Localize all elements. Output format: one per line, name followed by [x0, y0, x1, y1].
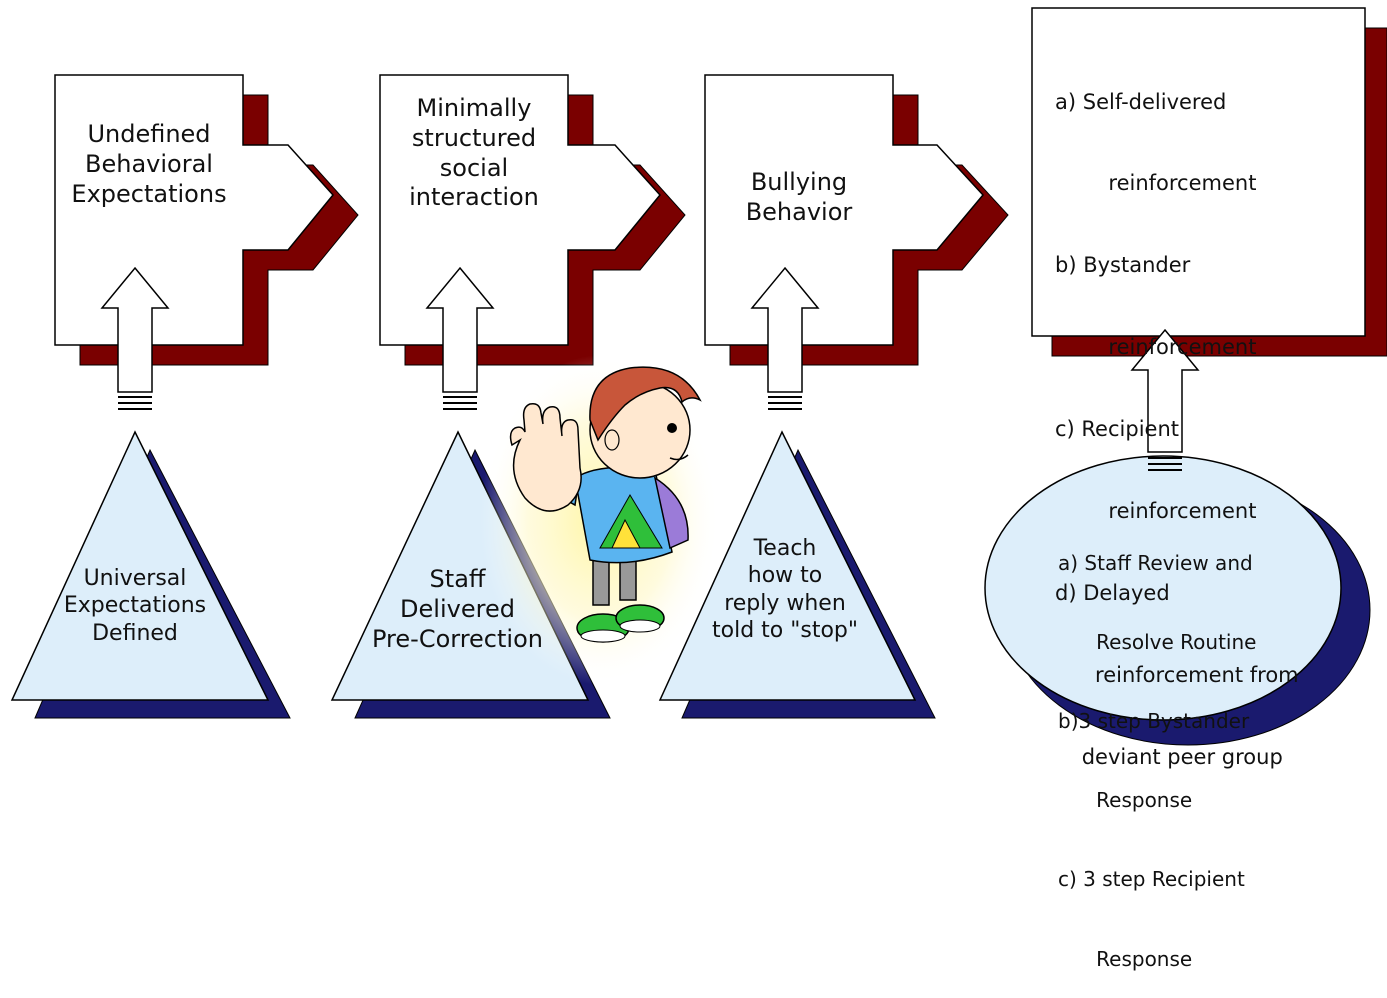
flow-step-1-line: Behavioral — [85, 149, 213, 178]
list-item: b) Bystander — [1055, 253, 1191, 278]
intervention-tri-2-label: Staff Delivered Pre-Correction — [360, 565, 555, 654]
flow-step-2-line: interaction — [409, 183, 539, 212]
intervention-tri-3-line: how to — [747, 563, 823, 589]
list-item: reinforcement from — [1055, 662, 1299, 687]
list-item: c) 3 step Recipient — [1058, 867, 1245, 892]
flow-step-1-label: Undefined Behavioral Expectations — [55, 120, 243, 209]
flow-step-2-line: structured — [411, 123, 537, 152]
intervention-tri-2-line: Staff — [429, 565, 486, 593]
flow-step-1-line: Undefined — [87, 120, 211, 148]
up-arrow-4 — [1130, 328, 1200, 471]
up-arrow-1 — [100, 266, 170, 410]
list-item: Response — [1058, 946, 1193, 971]
list-item: reinforcement — [1055, 171, 1257, 196]
intervention-tri-3-line: told to "stop" — [712, 617, 858, 643]
intervention-ellipse-shape — [984, 455, 1342, 721]
flow-step-1 — [54, 74, 359, 366]
diagram: Undefined Behavioral Expectations Minima… — [10, 7, 1387, 971]
flow-step-1-line: Expectations — [71, 179, 227, 208]
intervention-tri-1 — [10, 430, 291, 719]
flow-step-2-label: Minimally structured social interaction — [380, 94, 568, 213]
intervention-tri-1-label: Universal Expectations Defined — [40, 565, 230, 647]
intervention-tri-3-line: Teach — [753, 536, 817, 561]
list-item: Response — [1058, 788, 1193, 813]
list-item: b)3 step Bystander — [1058, 709, 1250, 734]
up-arrow-2 — [425, 266, 495, 410]
intervention-tri-2-line: Delivered — [400, 594, 515, 623]
list-item: reinforcement — [1055, 499, 1257, 524]
intervention-ellipse-list: a) Staff Review and Resolve Routine b)3 … — [1058, 497, 1308, 998]
intervention-tri-3-line: reply when — [724, 590, 846, 616]
flow-step-3-line: Behavior — [745, 197, 853, 226]
list-item: a) Self-delivered — [1055, 89, 1227, 114]
list-item: c) Recipient — [1055, 417, 1179, 442]
child-stop-hand-icon — [480, 355, 720, 685]
flow-step-2-line: Minimally — [416, 94, 532, 122]
intervention-tri-1-shape — [10, 430, 270, 701]
flow-step-4 — [1031, 7, 1387, 357]
list-item: reinforcement — [1055, 335, 1257, 360]
flow-step-3-label: Bullying Behavior — [705, 168, 893, 228]
flow-step-4-box — [1031, 7, 1366, 337]
list-item: Resolve Routine — [1058, 629, 1257, 654]
intervention-tri-3-shape — [658, 430, 917, 701]
flow-step-1-box — [54, 74, 334, 346]
list-item: a) Staff Review and — [1058, 550, 1253, 575]
intervention-tri-3 — [658, 430, 936, 719]
intervention-ellipse — [984, 455, 1371, 746]
up-arrow-3 — [750, 266, 820, 410]
flow-step-2-line: social — [439, 153, 509, 182]
flow-step-3-line: Bullying — [750, 168, 848, 196]
intervention-tri-3-label: Teach how to reply when told to "stop" — [700, 535, 870, 644]
intervention-tri-1-line: Universal — [83, 566, 187, 591]
intervention-tri-1-line: Defined — [92, 620, 178, 646]
intervention-tri-1-line: Expectations — [63, 593, 207, 619]
list-item: d) Delayed — [1055, 580, 1170, 605]
intervention-tri-2-line: Pre-Correction — [372, 624, 543, 653]
